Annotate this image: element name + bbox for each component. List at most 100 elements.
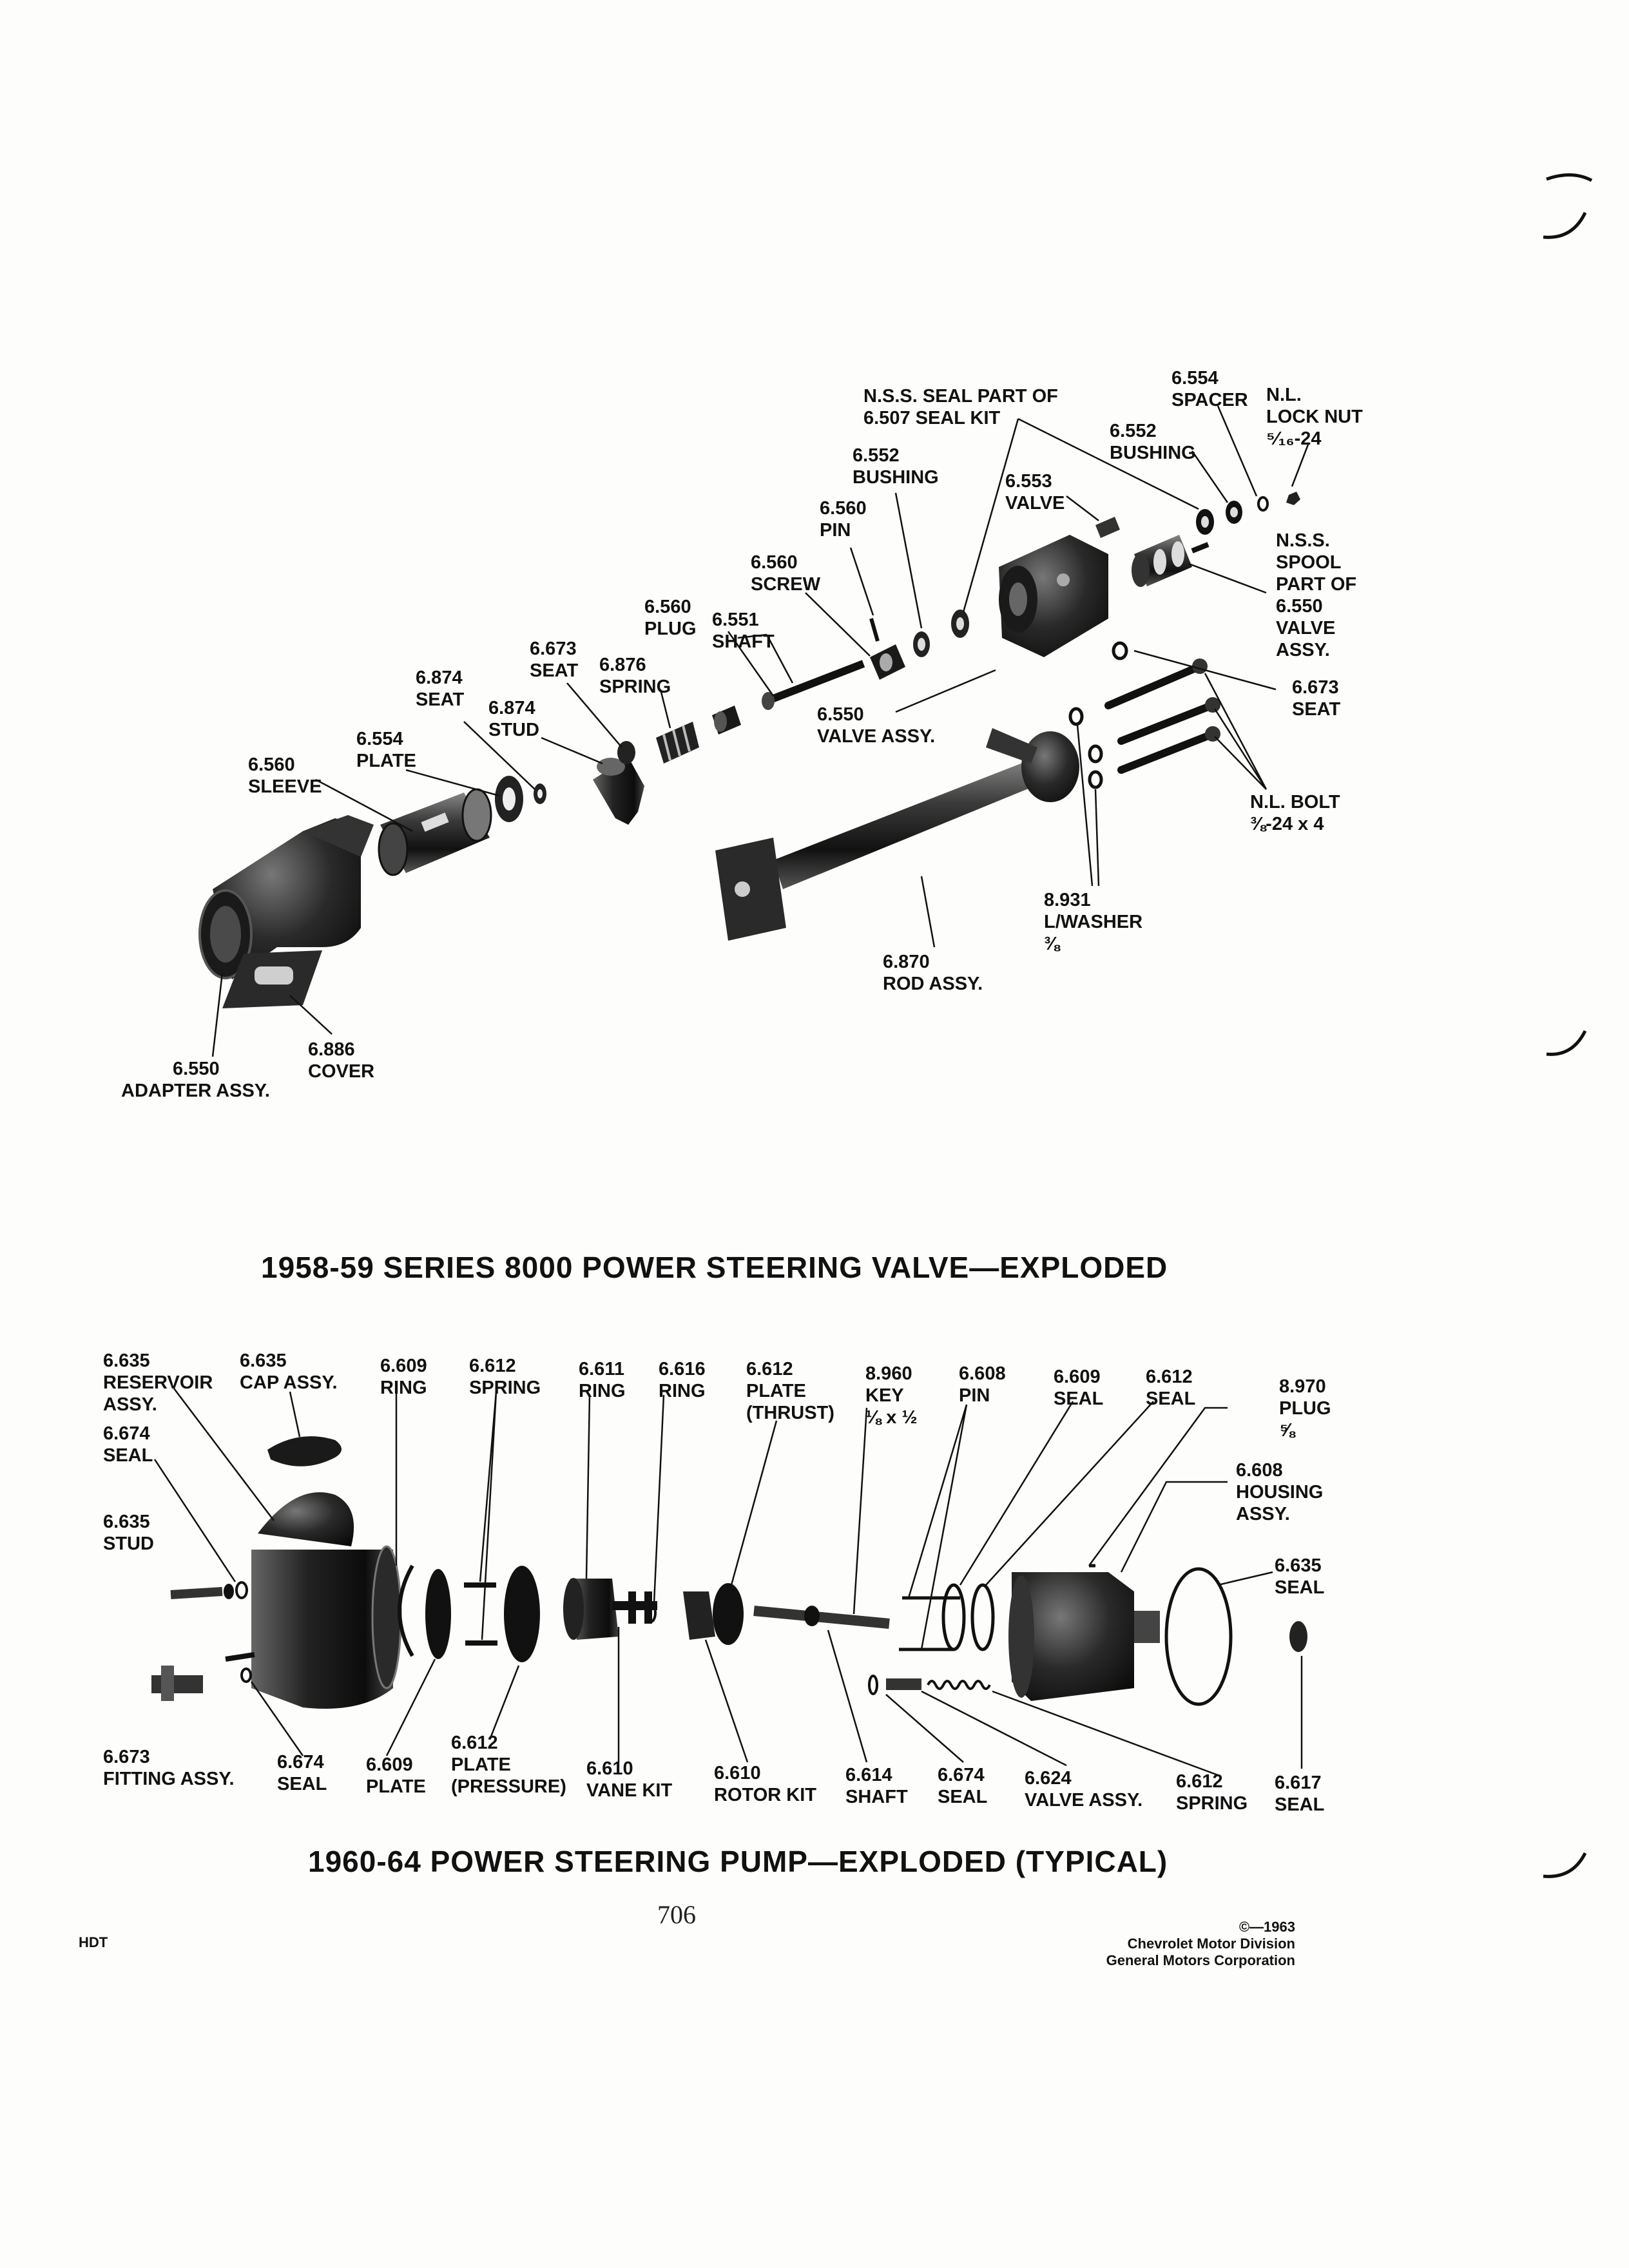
rotor-kit-part [683, 1591, 715, 1640]
seal-6635-part [1164, 1567, 1233, 1706]
valve-diagram-title: 1958-59 SERIES 8000 POWER STEERING VALVE… [261, 1251, 1168, 1284]
valve-6624-part [868, 1675, 921, 1695]
ring-6611-part [563, 1578, 619, 1640]
cap-assy-part [267, 1436, 342, 1466]
pump-diagram-title: 1960-64 POWER STEERING PUMP—EXPLODED (TY… [308, 1845, 1168, 1878]
sleeve-part [378, 788, 492, 876]
adapter-assy-part [198, 815, 374, 979]
fitting-assy-part [151, 1666, 203, 1701]
pump-leader-lines [153, 1385, 1303, 1776]
pump-parts [151, 1436, 1307, 1709]
ring-6609-part [398, 1564, 414, 1657]
seat-spring-part [617, 706, 741, 764]
valve-parts [198, 492, 1300, 1008]
screw-pin-bushing-parts [869, 610, 969, 680]
seal-6674-bottom-part [240, 1667, 252, 1683]
right-small-parts [1196, 492, 1300, 535]
spring-6612-bottom-part [927, 1680, 991, 1690]
shaft-6551-part [762, 660, 865, 710]
seal-6674-left-part [235, 1581, 248, 1599]
shaft-6614-part [753, 1606, 890, 1629]
spool-part [1132, 535, 1210, 587]
cover-part [222, 950, 322, 1008]
page-edge-marks [1543, 173, 1593, 1878]
stud-6635-part [170, 1584, 234, 1599]
rod-assy-part [715, 728, 1079, 941]
seal-6617-part [1289, 1621, 1307, 1652]
vane-kit-part [612, 1591, 657, 1624]
stud-6874-part [593, 757, 644, 825]
plate-thrust-part [713, 1583, 744, 1645]
valve-assy-6550-part [999, 535, 1108, 657]
housing-assy-part [1008, 1564, 1160, 1701]
bolts-part [1104, 663, 1215, 774]
footer-code: HDT [79, 1934, 108, 1950]
seal-6612-part [970, 1583, 995, 1651]
plate-6554-part [495, 776, 546, 822]
seat-6673-right-part [1112, 641, 1128, 660]
plate-6609-part [425, 1569, 451, 1659]
spring-6612-part [464, 1582, 497, 1646]
lwasher-part [1068, 707, 1103, 789]
valve-6553-part [1095, 517, 1120, 538]
page-number: 706 [657, 1900, 696, 1929]
valve-leader-lines [211, 405, 1309, 1057]
ring-6616-part [645, 1602, 657, 1623]
copyright-block: ©—1963 Chevrolet Motor Division General … [1106, 1919, 1295, 1968]
seal-6609-part [941, 1583, 966, 1651]
reservoir-part [225, 1492, 402, 1709]
